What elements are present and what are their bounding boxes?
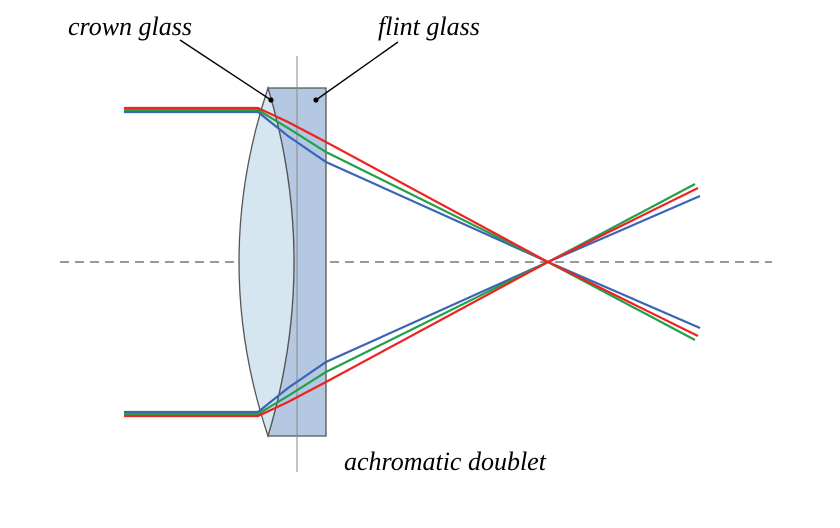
upper-rays <box>124 106 701 341</box>
upper-blue-ray <box>124 110 701 330</box>
lower-green-ray <box>124 183 696 416</box>
lower-red-ray <box>124 187 699 418</box>
crown-glass-lens <box>238 85 295 439</box>
crown-glass-leader-dot <box>268 97 274 103</box>
upper-red-ray <box>124 106 699 337</box>
caption-label: achromatic doublet <box>344 447 547 476</box>
flint-glass-leader-dot <box>313 97 319 103</box>
crown-glass-label: crown glass <box>68 12 192 41</box>
lower-blue-ray <box>124 194 701 414</box>
crown-glass-leader <box>179 39 272 101</box>
lower-rays <box>124 183 701 418</box>
upper-green-ray <box>124 108 696 341</box>
flint-glass-label: flint glass <box>378 12 480 41</box>
flint-glass-leader <box>315 41 399 101</box>
